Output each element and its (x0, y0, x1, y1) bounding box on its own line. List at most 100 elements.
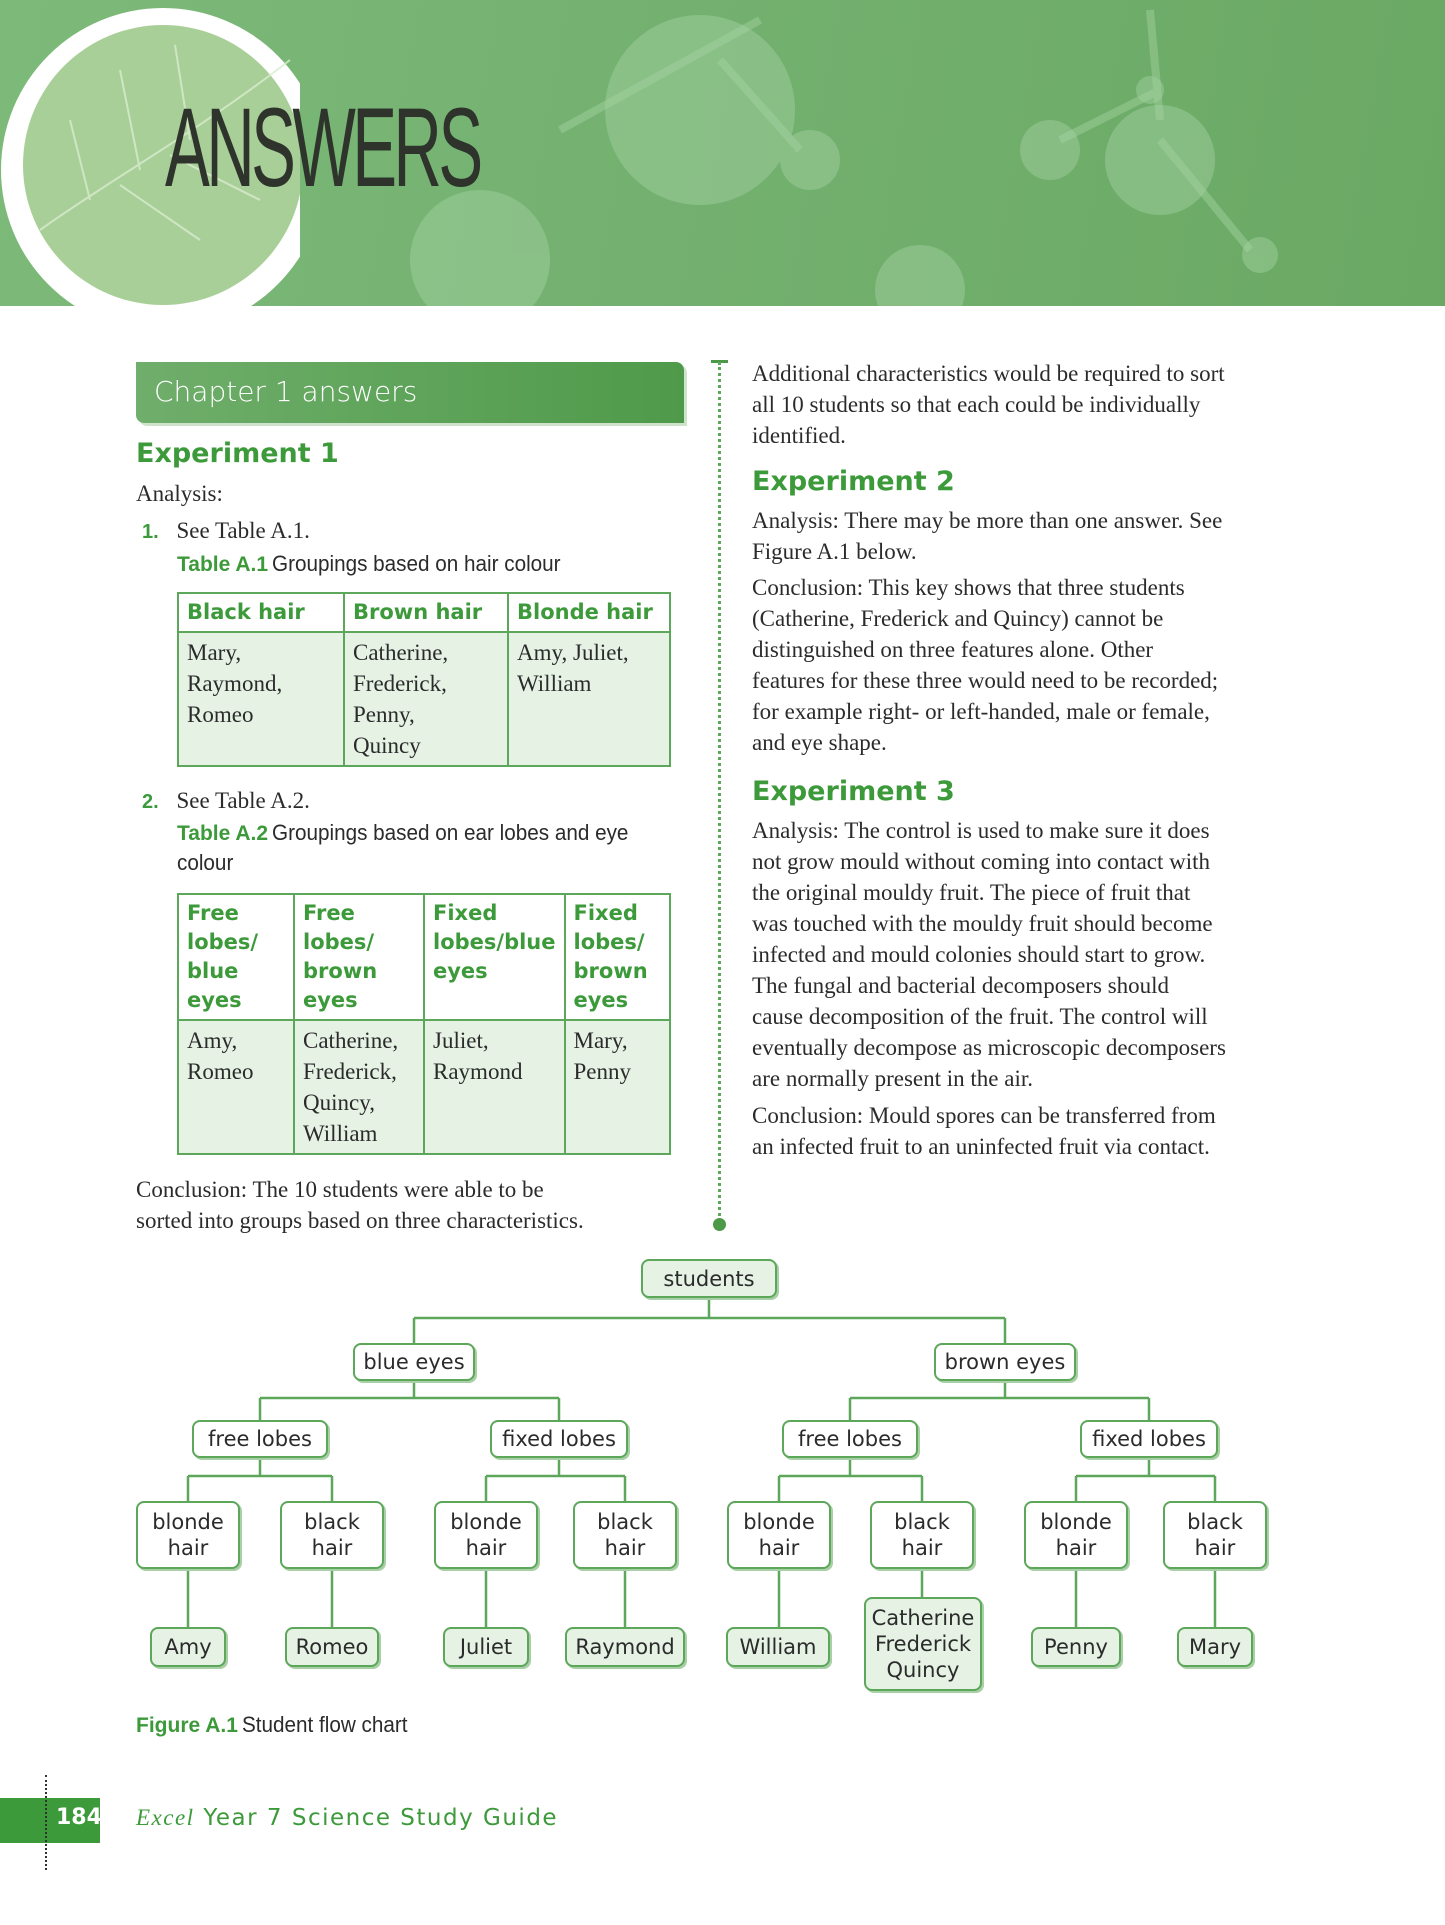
exp1-item-1: 1. See Table A.1. (142, 515, 310, 548)
book-title-brand: Excel (136, 1805, 195, 1830)
experiment-1-heading: Experiment 1 (136, 438, 339, 469)
flowchart-node-root: students (641, 1259, 777, 1298)
flowchart-node-hair: black hair (870, 1501, 974, 1569)
conclusion-line: Conclusion: The 10 students were able to… (136, 1177, 544, 1202)
exp1-analysis-label: Analysis: (136, 481, 223, 506)
table-header-row: Free lobes/ blue eyes Free lobes/ brown … (177, 893, 671, 1021)
column-divider-dot (713, 1218, 726, 1231)
item-text: See Table A.2. (176, 788, 310, 813)
exp1-item-2: 2. See Table A.2. (142, 785, 310, 818)
flowchart-node-eyes: blue eyes (353, 1343, 475, 1381)
table-header-row: Black hair Brown hair Blonde hair (177, 592, 671, 633)
exp3-conclusion: Conclusion: Mould spores can be transfer… (752, 1100, 1216, 1162)
page-number: 184 (56, 1805, 102, 1830)
paragraph-line: (Catherine, Frederick and Quincy) cannot… (752, 606, 1164, 631)
flowchart-node-lobes: fixed lobes (490, 1420, 628, 1458)
paragraph-line: Additional characteristics would be requ… (752, 361, 1225, 386)
flowchart-node-hair: blonde hair (434, 1501, 538, 1569)
paragraph-line: eventually decompose as microscopic deco… (752, 1035, 1226, 1060)
table-row: Mary, Raymond, Romeo Catherine, Frederic… (177, 631, 671, 767)
chapter-title: Chapter 1 answers (154, 375, 418, 408)
flowchart-node-name: Amy (150, 1627, 226, 1667)
page-number-tab (0, 1798, 100, 1843)
flowchart-node-hair: black hair (280, 1501, 384, 1569)
table-a2: Free lobes/ blue eyes Free lobes/ brown … (177, 893, 671, 1155)
header-banner: ANSWERS (0, 0, 1445, 306)
paragraph-line: all 10 students so that each could be in… (752, 392, 1201, 417)
flowchart-node-lobes: fixed lobes (1080, 1420, 1218, 1458)
paragraph-line: and eye shape. (752, 730, 887, 755)
table-header-cell: Free lobes/ brown eyes (293, 893, 425, 1021)
paragraph-line: Conclusion: This key shows that three st… (752, 575, 1185, 600)
figure-a1-caption: Figure A.1 Student flow chart (136, 1712, 418, 1738)
flowchart-node-hair: blonde hair (727, 1501, 831, 1569)
flowchart-node-lobes: free lobes (192, 1420, 328, 1458)
table-header-cell: Black hair (177, 592, 345, 633)
table-cell: Amy, Juliet, William (507, 631, 671, 767)
additional-characteristics-paragraph: Additional characteristics would be requ… (752, 358, 1225, 451)
flowchart-node-name: Penny (1031, 1627, 1121, 1667)
flowchart-node-name: William (726, 1627, 830, 1667)
exp2-conclusion: Conclusion: This key shows that three st… (752, 572, 1218, 758)
flowchart-node-lobes: free lobes (782, 1420, 918, 1458)
figure-caption-text: Student flow chart (241, 1712, 408, 1737)
chapter-heading-bar: Chapter 1 answers (136, 362, 684, 423)
paragraph-line: cause decomposition of the fruit. The co… (752, 1004, 1208, 1029)
book-title-rest: Year 7 Science Study Guide (203, 1805, 559, 1831)
paragraph-line: for example right- or left-handed, male … (752, 699, 1210, 724)
table-cell: Amy, Romeo (177, 1019, 295, 1155)
figure-label: Figure A.1 (136, 1714, 238, 1737)
paragraph-line: Analysis: The control is used to make su… (752, 818, 1210, 843)
flowchart-node-eyes: brown eyes (934, 1343, 1076, 1381)
item-text: See Table A.1. (176, 518, 310, 543)
table-header-cell: Fixed lobes/ brown eyes (563, 893, 671, 1021)
flowchart-node-hair: black hair (1163, 1501, 1267, 1569)
paragraph-line: The fungal and bacterial decomposers sho… (752, 973, 1170, 998)
paragraph-line: distinguished on three features alone. O… (752, 637, 1154, 662)
table-cell: Catherine, Frederick, Penny, Quincy (343, 631, 509, 767)
column-divider-cap (711, 360, 728, 363)
table-label: Table A.1 (177, 553, 269, 576)
table-header-cell: Brown hair (343, 592, 509, 633)
flowchart-node-name: Catherine Frederick Quincy (864, 1597, 982, 1691)
answers-badge-circle (1, 8, 300, 306)
footer-dotted-rule (45, 1775, 47, 1870)
table-cell: Mary, Penny (563, 1019, 671, 1155)
table-caption-text: Groupings based on ear lobes and eye (272, 820, 629, 845)
conclusion-line: sorted into groups based on three charac… (136, 1208, 584, 1233)
paragraph-line: not grow mould without coming into conta… (752, 849, 1211, 874)
flowchart-node-name: Raymond (565, 1627, 685, 1667)
exp3-analysis: Analysis: The control is used to make su… (752, 815, 1226, 1094)
paragraph-line: infected and mould colonies should start… (752, 942, 1206, 967)
molecule-decoration (410, 9, 1278, 306)
item-number: 2. (142, 791, 159, 813)
paragraph-line: Analysis: There may be more than one ans… (752, 508, 1223, 533)
flowchart-node-name: Romeo (285, 1627, 379, 1667)
table-a1-caption: Table A.1 Groupings based on hair colour (177, 551, 579, 577)
table-row: Amy, Romeo Catherine, Frederick, Quincy,… (177, 1019, 671, 1155)
table-header-cell: Fixed lobes/blue eyes (423, 893, 566, 1021)
paragraph-line: Figure A.1 below. (752, 539, 917, 564)
paragraph-line: Conclusion: Mould spores can be transfer… (752, 1103, 1216, 1128)
table-label: Table A.2 (177, 822, 269, 845)
paragraph-line: was touched with the mouldy fruit should… (752, 911, 1213, 936)
table-header-cell: Free lobes/ blue eyes (177, 893, 295, 1021)
flowchart-node-name: Mary (1177, 1627, 1253, 1667)
flowchart-node-hair: blonde hair (1024, 1501, 1128, 1569)
exp1-conclusion: Conclusion: The 10 students were able to… (136, 1174, 584, 1236)
paragraph-line: features for these three would need to b… (752, 668, 1219, 693)
experiment-2-heading: Experiment 2 (752, 466, 955, 497)
book-title: Excel Year 7 Science Study Guide (136, 1805, 558, 1831)
paragraph-line: are normally present in the air. (752, 1066, 1034, 1091)
flowchart-node-hair: blonde hair (136, 1501, 240, 1569)
column-divider (718, 362, 721, 1227)
paragraph-line: an infected fruit to an uninfected fruit… (752, 1134, 1210, 1159)
experiment-3-heading: Experiment 3 (752, 776, 955, 807)
flowchart-node-name: Juliet (443, 1627, 529, 1667)
table-caption-text: colour (177, 850, 234, 875)
table-cell: Mary, Raymond, Romeo (177, 631, 345, 767)
item-number: 1. (142, 521, 159, 543)
flowchart-node-hair: black hair (573, 1501, 677, 1569)
table-cell: Juliet, Raymond (423, 1019, 566, 1155)
